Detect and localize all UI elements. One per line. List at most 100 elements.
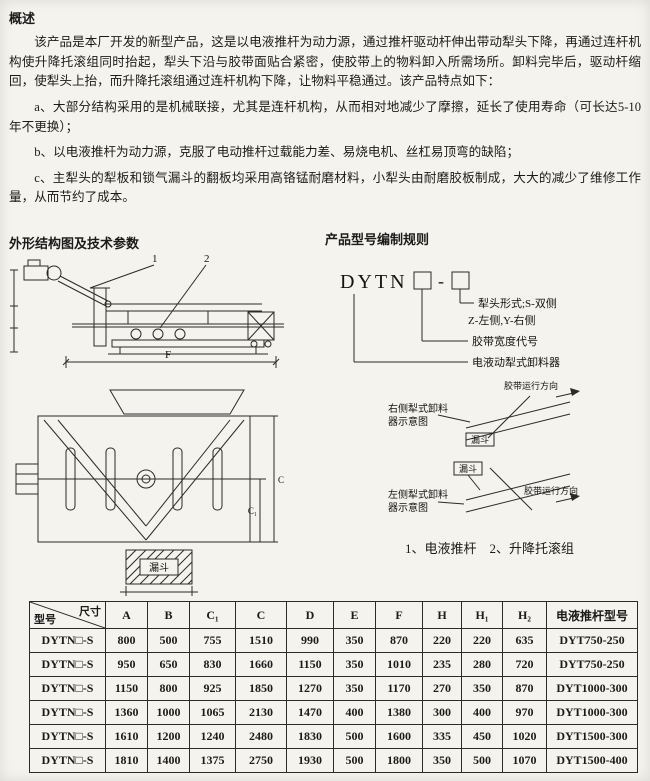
model-leader-lines <box>353 289 474 363</box>
callout-1-label: 1 <box>152 253 158 265</box>
table-cell: 335 <box>422 724 462 749</box>
callout-2-label: 2 <box>204 253 210 265</box>
right-schematic: 右侧犁式卸料 器示意图 胶带运行方向 漏斗 <box>388 380 580 447</box>
right-belt-direction-label: 胶带运行方向 <box>504 380 558 391</box>
table-cell: 400 <box>461 700 503 725</box>
model-rules-heading: 产品型号编制规则 <box>325 232 430 247</box>
model-dash: - <box>438 271 444 291</box>
table-cell: 1400 <box>147 748 190 773</box>
right-funnel-label: 漏斗 <box>471 434 489 445</box>
table-cell: 235 <box>422 652 462 677</box>
table-cell: DYT1000-300 <box>546 700 638 725</box>
model-rules-diagram: DYTN - 犁头形式;S-双侧 Z-左侧,Y-右侧 胶带宽度代号 电液动犁式卸… <box>340 271 580 514</box>
feature-b: b、以电液推杆为动力源，克服了电动推杆过载能力差、易烧电机、丝杠易顶弯的缺陷； <box>34 145 520 160</box>
table-cell: 970 <box>502 700 547 725</box>
feature-c: c、主犁头的犁板和锁气漏斗的翻板均采用高铬锰耐磨材料，小犁头由耐磨胶板制成，大大… <box>9 170 641 205</box>
table-cell: 1510 <box>235 628 287 653</box>
table-cell: 950 <box>105 652 148 677</box>
left-schematic-label-2: 器示意图 <box>388 501 428 514</box>
corner-label-size: 尺寸 <box>79 606 101 618</box>
table-cell: 1360 <box>105 700 148 725</box>
model-cell: DYTN□-S <box>29 676 106 701</box>
left-funnel-label: 漏斗 <box>459 463 477 474</box>
table-cell: 1830 <box>286 724 334 749</box>
table-cell: 1380 <box>375 700 423 725</box>
table-row: DYTN□-S 1360 1000 1065 2130 1470 400 138… <box>29 700 638 725</box>
column-header: D <box>286 601 334 629</box>
funnel-label: 漏斗 <box>149 562 169 574</box>
label-head-form: 犁头形式;S-双侧 <box>478 296 557 310</box>
table-cell: 1070 <box>502 748 547 773</box>
table-cell: 635 <box>502 628 547 653</box>
table-cell: 1810 <box>105 748 148 773</box>
table-cell: 1170 <box>375 676 423 701</box>
table-cell: 350 <box>333 676 376 701</box>
right-schematic-label-2: 器示意图 <box>388 415 428 428</box>
table-cell: 2750 <box>235 748 287 773</box>
table-row: DYTN□-S 1810 1400 1375 2750 1930 500 180… <box>29 748 638 773</box>
left-schematic-label-1: 左侧犁式卸料 <box>388 488 448 501</box>
table-cell: 1850 <box>235 676 287 701</box>
table-cell: 1270 <box>286 676 334 701</box>
table-row: DYTN□-S 800 500 755 1510 990 350 870 220… <box>29 628 638 653</box>
model-prefix: DYTN <box>340 271 408 293</box>
table-cell: 990 <box>286 628 334 653</box>
table-cell: 650 <box>147 652 190 677</box>
technical-drawing: 1 2 F C₁ C 漏斗 <box>10 253 284 596</box>
label-belt-width: 胶带宽度代号 <box>472 334 538 348</box>
right-schematic-label-1: 右侧犁式卸料 <box>388 402 448 415</box>
table-cell: 270 <box>422 676 462 701</box>
table-cell: 1470 <box>286 700 334 725</box>
table-cell: 1930 <box>286 748 334 773</box>
label-head-form-2: Z-左侧,Y-右侧 <box>468 313 536 327</box>
belt-direction-arrow-icon <box>570 493 580 501</box>
table-header-row: 尺寸 型号 A B C₁ C D E F H H₁ H₂ 电液推杆型号 <box>29 601 638 629</box>
table-cell: DYT1500-300 <box>546 724 638 749</box>
corner-label-model: 型号 <box>34 614 56 626</box>
spec-table: 尺寸 型号 A B C₁ C D E F H H₁ H₂ 电液推杆型号 DYTN… <box>29 601 638 773</box>
table-cell: 1150 <box>286 652 334 677</box>
column-header: C₁ <box>189 601 236 629</box>
drawing-heading: 外形结构图及技术参数 <box>9 236 140 251</box>
column-header: B <box>147 601 190 629</box>
table-cell: 1610 <box>105 724 148 749</box>
table-cell: 830 <box>189 652 236 677</box>
model-cell: DYTN□-S <box>29 700 106 725</box>
table-cell: 1010 <box>375 652 423 677</box>
table-cell: 720 <box>502 652 547 677</box>
column-header: A <box>105 601 148 629</box>
model-cell: DYTN□-S <box>29 748 106 773</box>
model-box-2 <box>451 271 470 290</box>
drawing-caption: 1、电液推杆 2、升降托滚组 <box>405 541 575 556</box>
table-cell: 1065 <box>189 700 236 725</box>
belt-direction-arrow-icon <box>570 388 580 396</box>
column-header: H₁ <box>461 601 503 629</box>
table-cell: 1600 <box>375 724 423 749</box>
column-header: H₂ <box>502 601 547 629</box>
table-cell: DYT750-250 <box>546 652 638 677</box>
model-cell: DYTN□-S <box>29 652 106 677</box>
plan-view <box>15 389 278 543</box>
table-cell: 500 <box>461 748 503 773</box>
table-cell: 350 <box>461 676 503 701</box>
elevation-view <box>10 259 284 368</box>
column-header: C <box>235 601 287 629</box>
column-header: F <box>375 601 423 629</box>
left-schematic: 漏斗 胶带运行方向 左侧犁式卸料 器示意图 <box>388 461 580 514</box>
table-cell: 2130 <box>235 700 287 725</box>
column-header: 电液推杆型号 <box>546 601 638 629</box>
table-cell: 350 <box>333 628 376 653</box>
column-header: H <box>422 601 462 629</box>
table-cell: 1000 <box>147 700 190 725</box>
overview-intro: 该产品是本厂开发的新型产品，这是以电液推杆为动力源，通过推杆驱动杆伸出带动犁头下… <box>9 35 641 89</box>
table-cell: DYT1000-300 <box>546 676 638 701</box>
table-cell: 1020 <box>502 724 547 749</box>
funnel-hatch <box>120 549 198 596</box>
model-box-1 <box>413 271 432 290</box>
table-corner-cell: 尺寸 型号 <box>29 601 106 629</box>
table-cell: 220 <box>422 628 462 653</box>
left-belt-direction-label: 胶带运行方向 <box>524 485 578 496</box>
table-row: DYTN□-S 950 650 830 1660 1150 350 1010 2… <box>29 652 638 677</box>
table-cell: 500 <box>333 724 376 749</box>
